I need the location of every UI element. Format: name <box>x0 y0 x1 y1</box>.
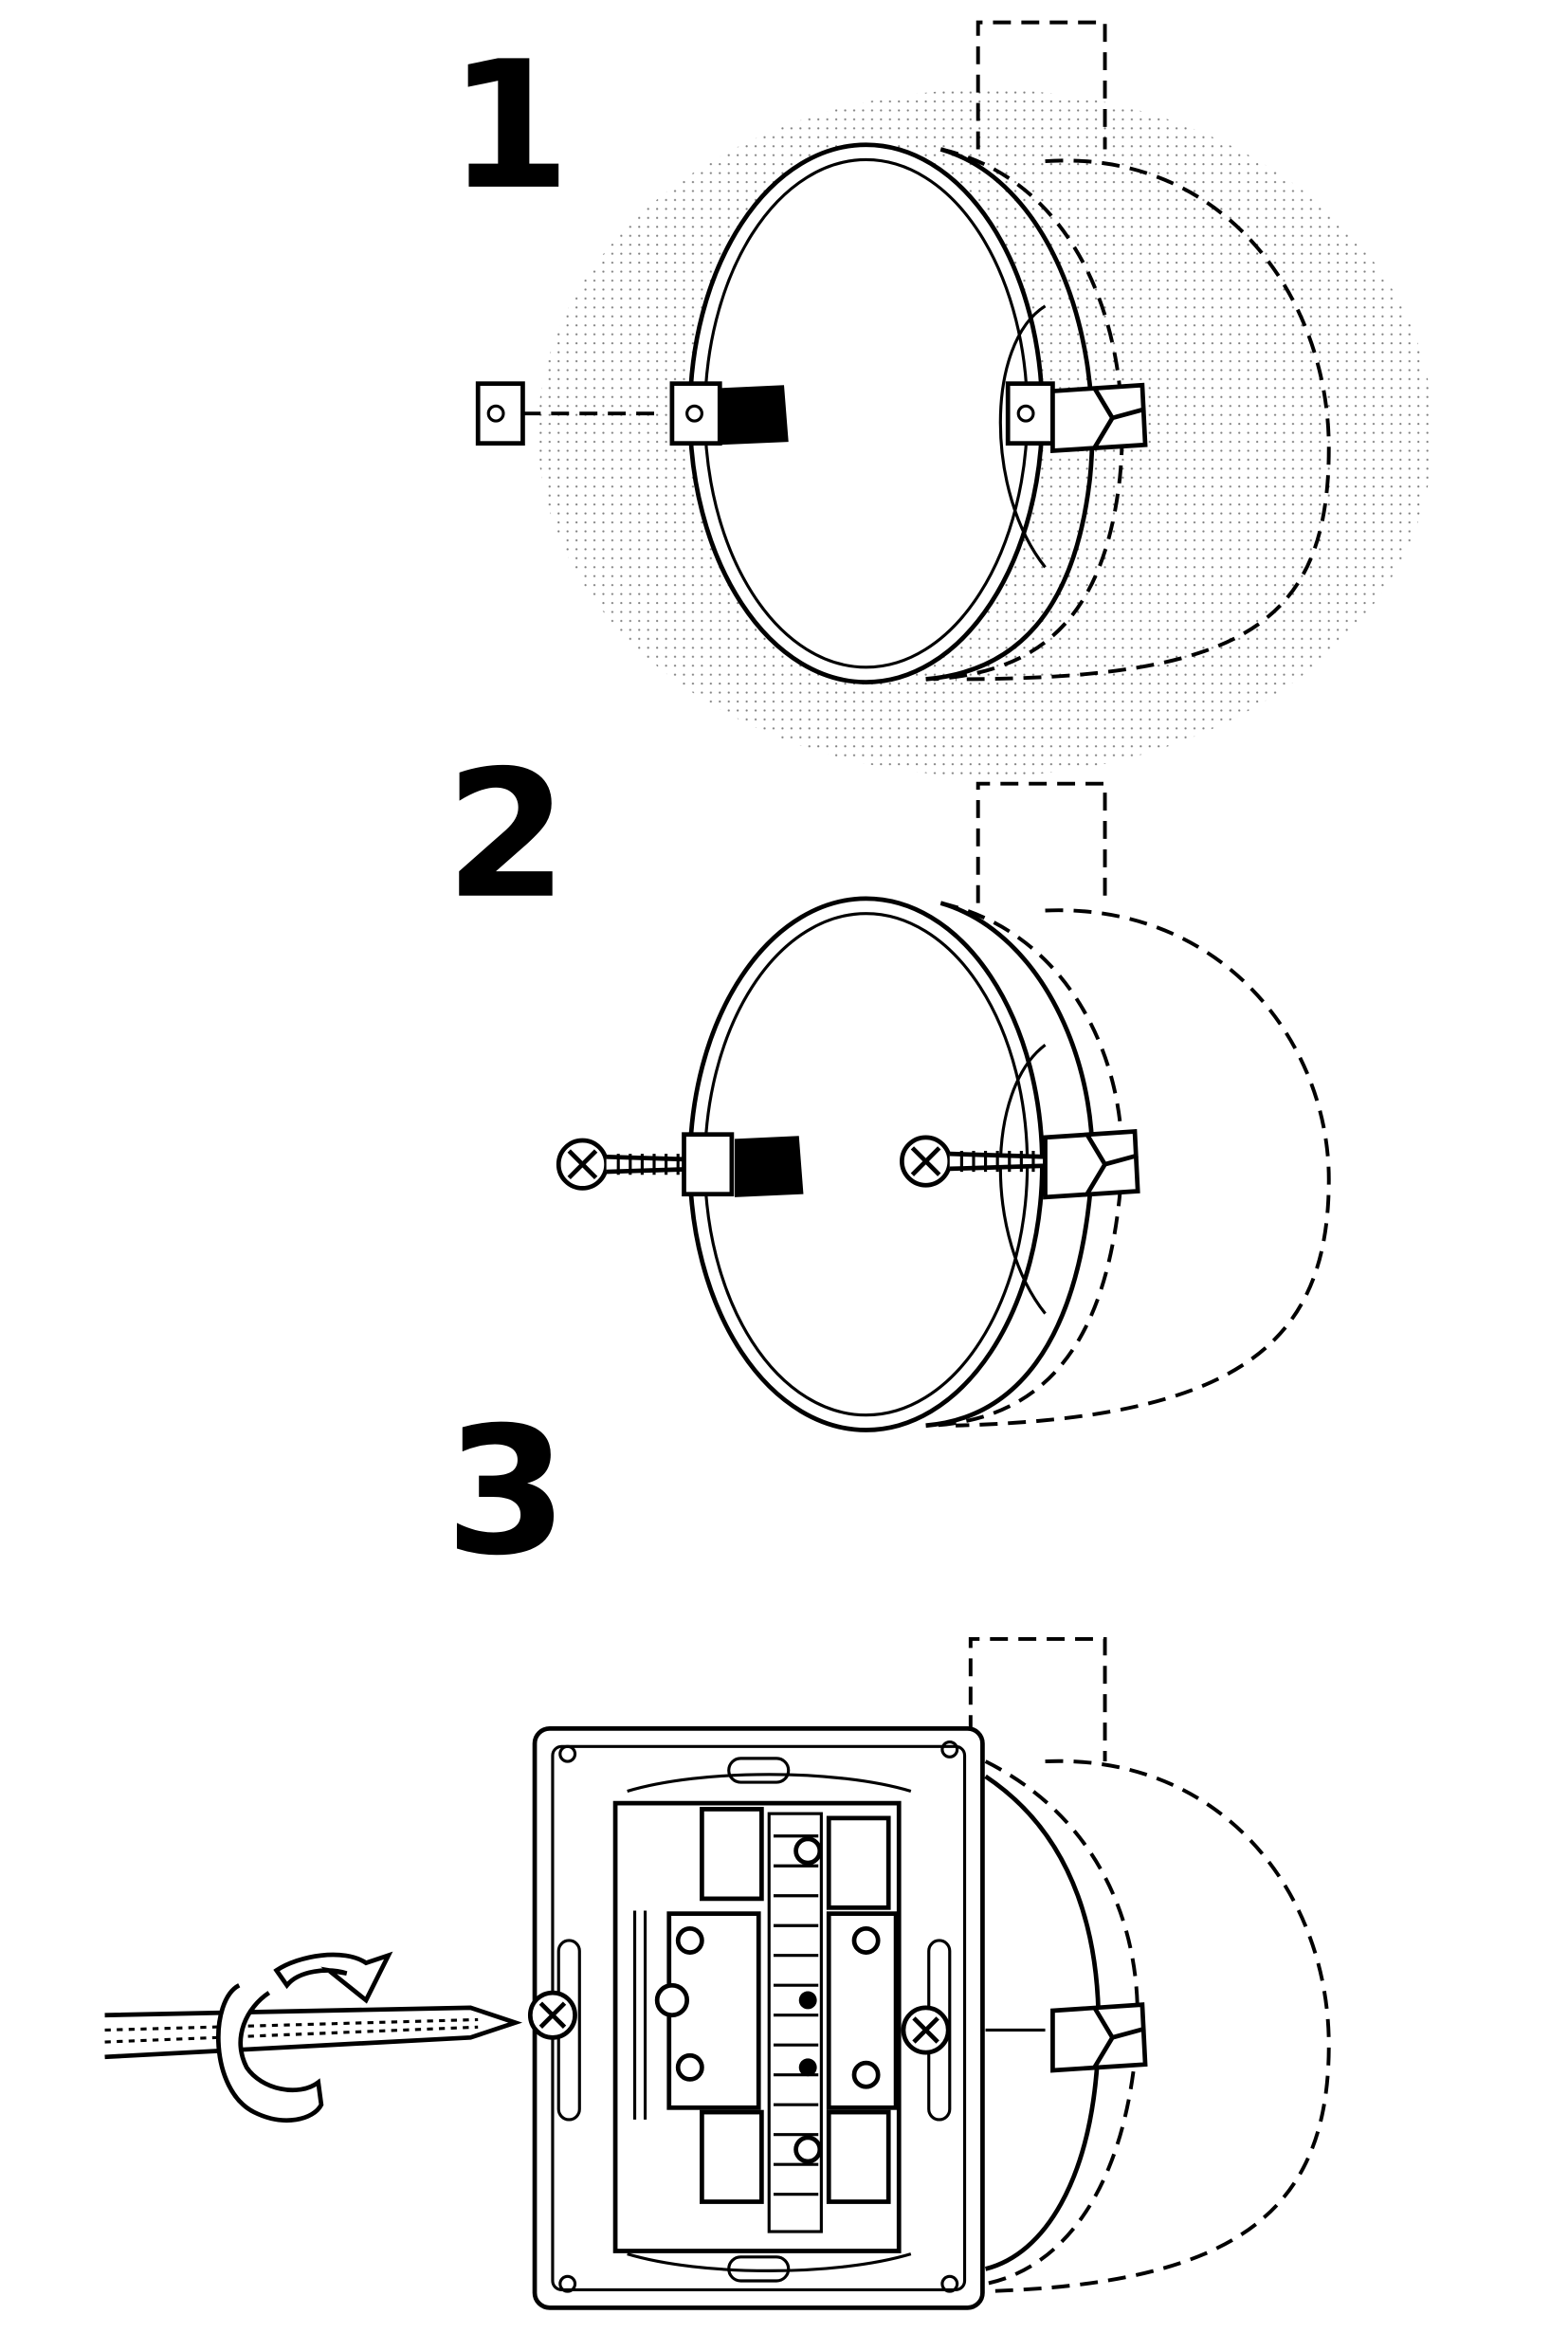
conduit-pipe <box>968 1636 1107 1762</box>
screw-left <box>558 1140 702 1188</box>
conduit-pipe <box>975 20 1107 150</box>
step-number-1: 1 <box>448 24 571 228</box>
step-number-3: 3 <box>446 1390 568 1595</box>
wall-box-body <box>956 158 1331 682</box>
clip-left-mounted <box>669 381 789 447</box>
step-3-illustration <box>104 1636 1331 2310</box>
rotation-arrow-icon <box>216 1951 393 2123</box>
conduit-pipe <box>975 781 1107 903</box>
step-1-illustration <box>478 20 1433 776</box>
loose-clip <box>478 384 522 444</box>
wall-box-body <box>985 1759 1331 2293</box>
step-number-2: 2 <box>446 733 568 938</box>
screwdriver <box>104 2005 523 2060</box>
wall-box-body <box>956 908 1331 1428</box>
claw-right <box>1052 385 1145 450</box>
step-2-illustration <box>558 781 1331 1432</box>
